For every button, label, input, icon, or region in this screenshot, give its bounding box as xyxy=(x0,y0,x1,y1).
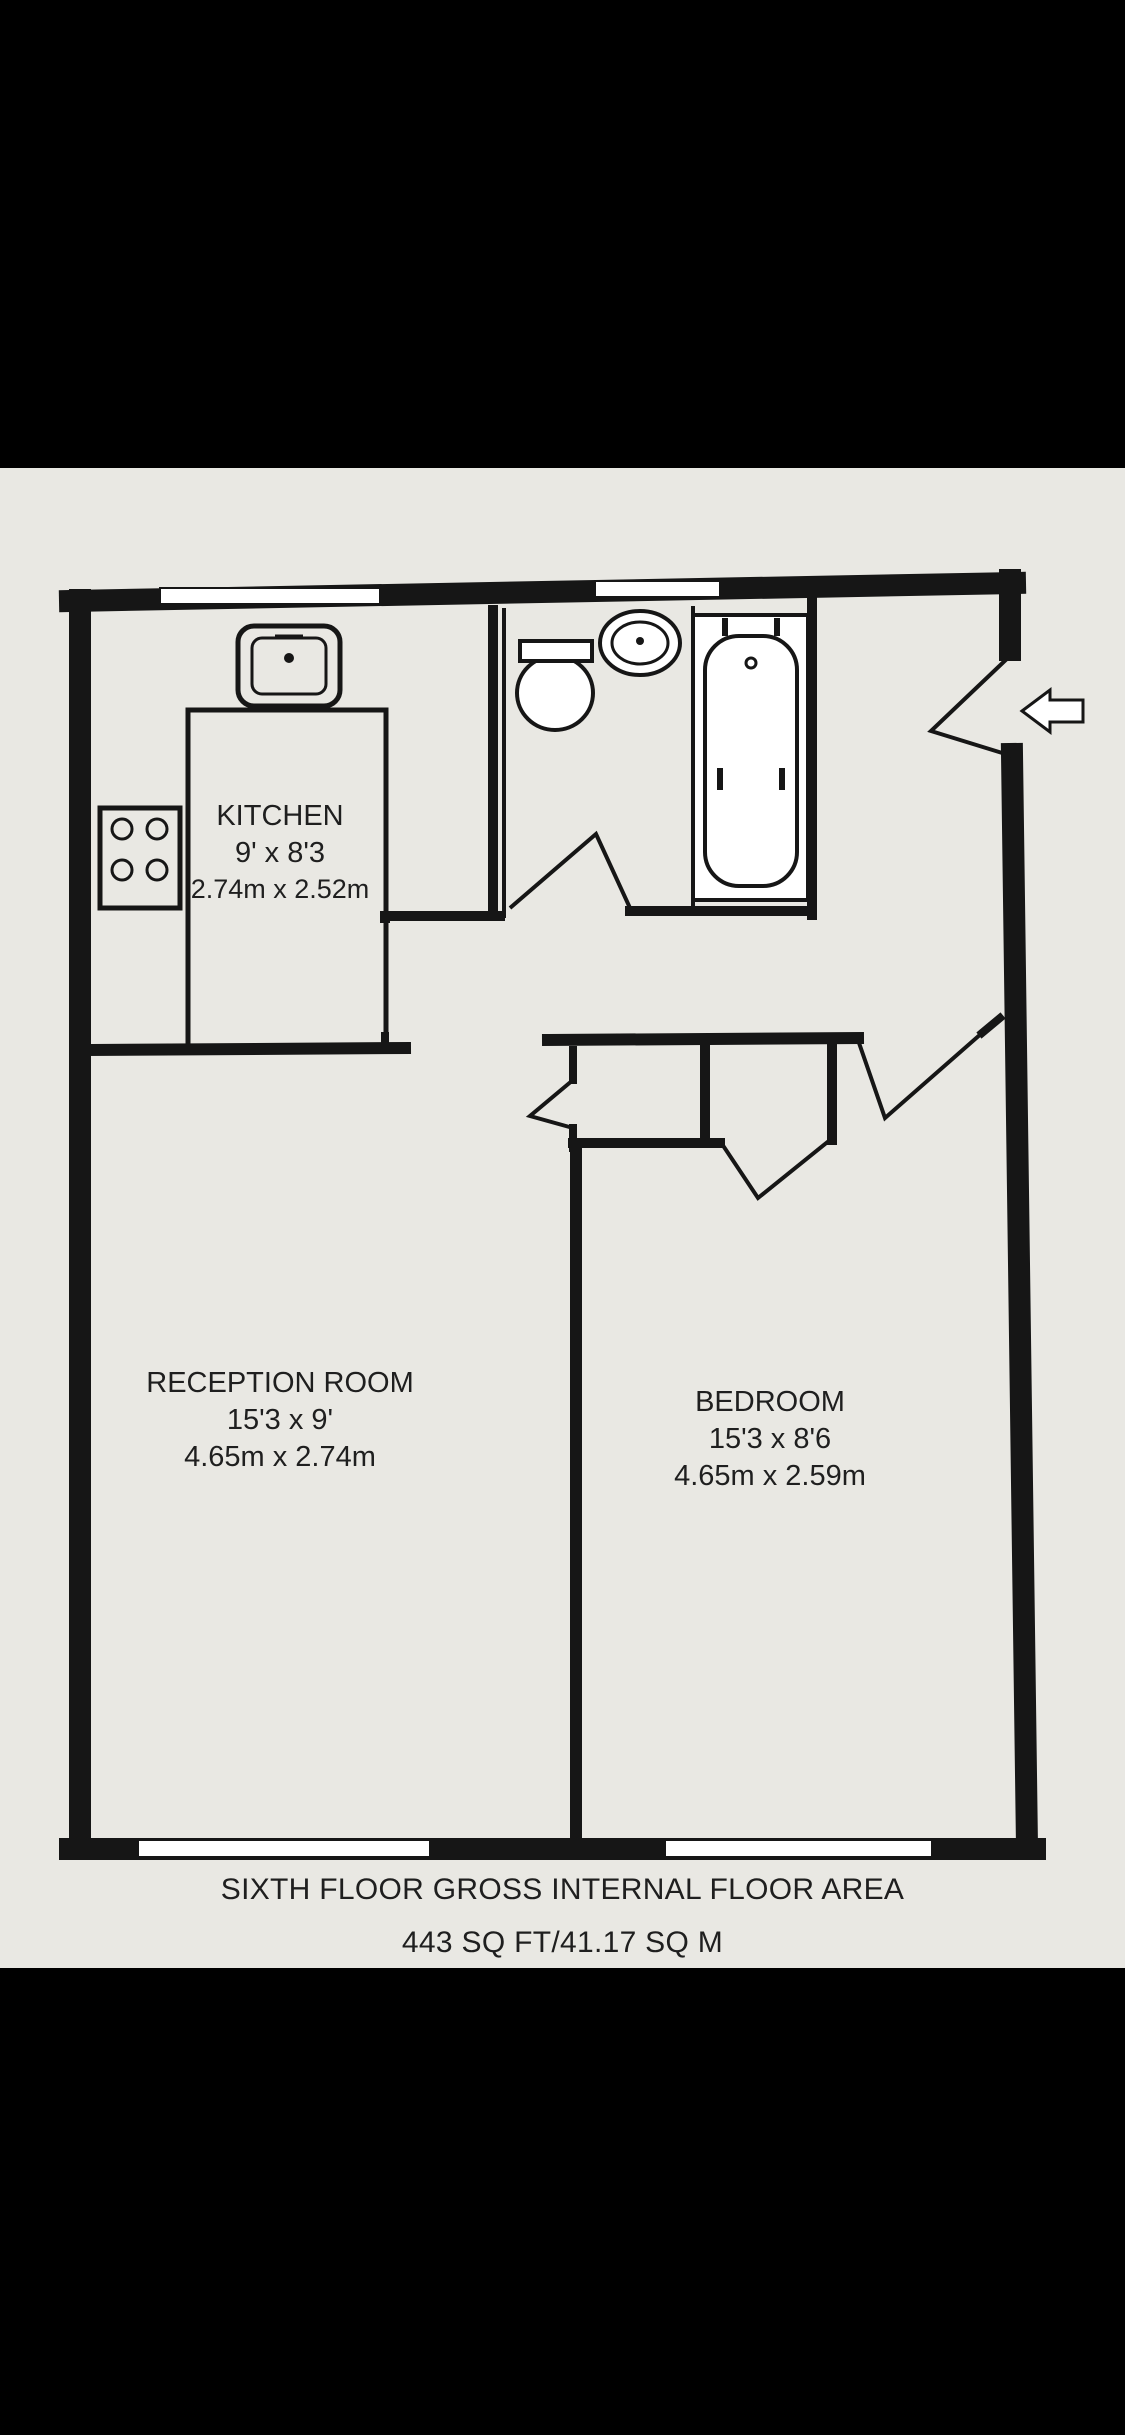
window-kitchen xyxy=(159,587,381,605)
room-name-bedroom: BEDROOM xyxy=(695,1386,845,1418)
outer-walls xyxy=(58,569,1046,1860)
kitchen-fittings xyxy=(97,623,389,1053)
window-bathroom xyxy=(594,580,721,598)
room-dim-metric-kitchen: 2.74m x 2.52m xyxy=(190,874,370,905)
doors xyxy=(508,652,1014,1201)
door-entrance xyxy=(927,652,1014,758)
toilet-icon xyxy=(515,654,595,732)
room-dim-imperial-kitchen: 9' x 8'3 xyxy=(234,837,326,870)
floorplan-drawing xyxy=(58,569,1085,1860)
door-bathroom xyxy=(508,830,632,910)
hob-icon xyxy=(97,805,183,911)
room-name-kitchen: KITCHEN xyxy=(216,800,344,832)
kitchen-sink-icon xyxy=(235,623,343,709)
door-cupboard-1 xyxy=(525,1078,575,1130)
room-dim-metric-reception: 4.65m x 2.74m xyxy=(184,1441,376,1474)
room-name-reception: RECEPTION ROOM xyxy=(146,1367,414,1399)
floor-area-value: 443 SQ FT/41.17 SQ M xyxy=(401,1926,724,1959)
floor-area-label: SIXTH FLOOR GROSS INTERNAL FLOOR AREA xyxy=(220,1873,905,1906)
windows xyxy=(137,580,933,1858)
floorplan-photo: KITCHEN 9' x 8'3 2.74m x 2.52m RECEPTION… xyxy=(0,468,1125,1968)
room-label-kitchen: KITCHEN 9' x 8'3 2.74m x 2.52m xyxy=(170,798,390,907)
internal-walls xyxy=(85,593,1006,1846)
room-dim-imperial-bedroom: 15'3 x 8'6 xyxy=(708,1423,832,1456)
window-bedroom xyxy=(664,1839,933,1858)
entrance-arrow-icon xyxy=(1019,687,1085,735)
wall-kitchen-east xyxy=(380,911,505,923)
room-label-reception: RECEPTION ROOM 15'3 x 9' 4.65m x 2.74m xyxy=(100,1365,460,1476)
room-dim-metric-bedroom: 4.65m x 2.59m xyxy=(674,1460,866,1493)
room-label-bedroom: BEDROOM 15'3 x 8'6 4.65m x 2.59m xyxy=(610,1384,930,1495)
bathroom-fittings xyxy=(515,609,810,902)
window-reception xyxy=(137,1839,431,1858)
wall-east-lower xyxy=(1000,742,1039,1859)
door-cupboard-2 xyxy=(720,1138,832,1201)
kitchen-counter xyxy=(185,707,389,1053)
room-dim-imperial-reception: 15'3 x 9' xyxy=(226,1404,334,1437)
door-bedroom xyxy=(856,1031,984,1122)
wall-hall-cupboards xyxy=(541,1031,865,1047)
